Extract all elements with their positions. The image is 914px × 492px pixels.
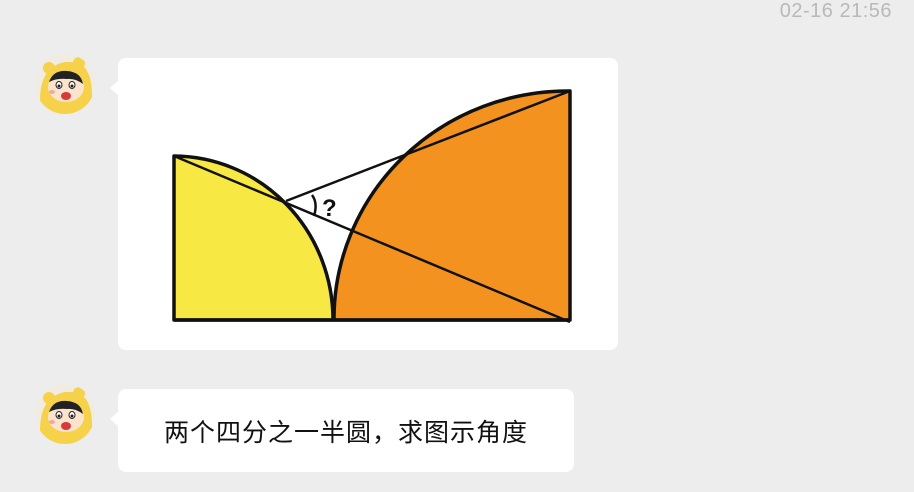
cartoon-boy-avatar-icon [35,54,95,114]
left-quarter-circle [172,154,335,322]
text-message-bubble[interactable]: 两个四分之一半圆，求图示角度 [110,389,574,472]
diagonal-line-right [285,89,571,203]
message-text: 两个四分之一半圆，求图示角度 [163,417,528,447]
angle-arc [310,194,317,217]
message-timestamp: 02-16 21:56 [779,0,892,22]
cartoon-boy-avatar-icon [35,384,95,444]
geometry-figure: ? [172,89,572,324]
right-quarter-circle [332,89,572,322]
angle-label: ? [322,195,337,222]
diagonal-line-left [173,154,571,324]
image-message-bubble[interactable]: ? [110,58,618,350]
sender-avatar[interactable] [35,54,95,114]
sender-avatar[interactable] [35,384,95,444]
